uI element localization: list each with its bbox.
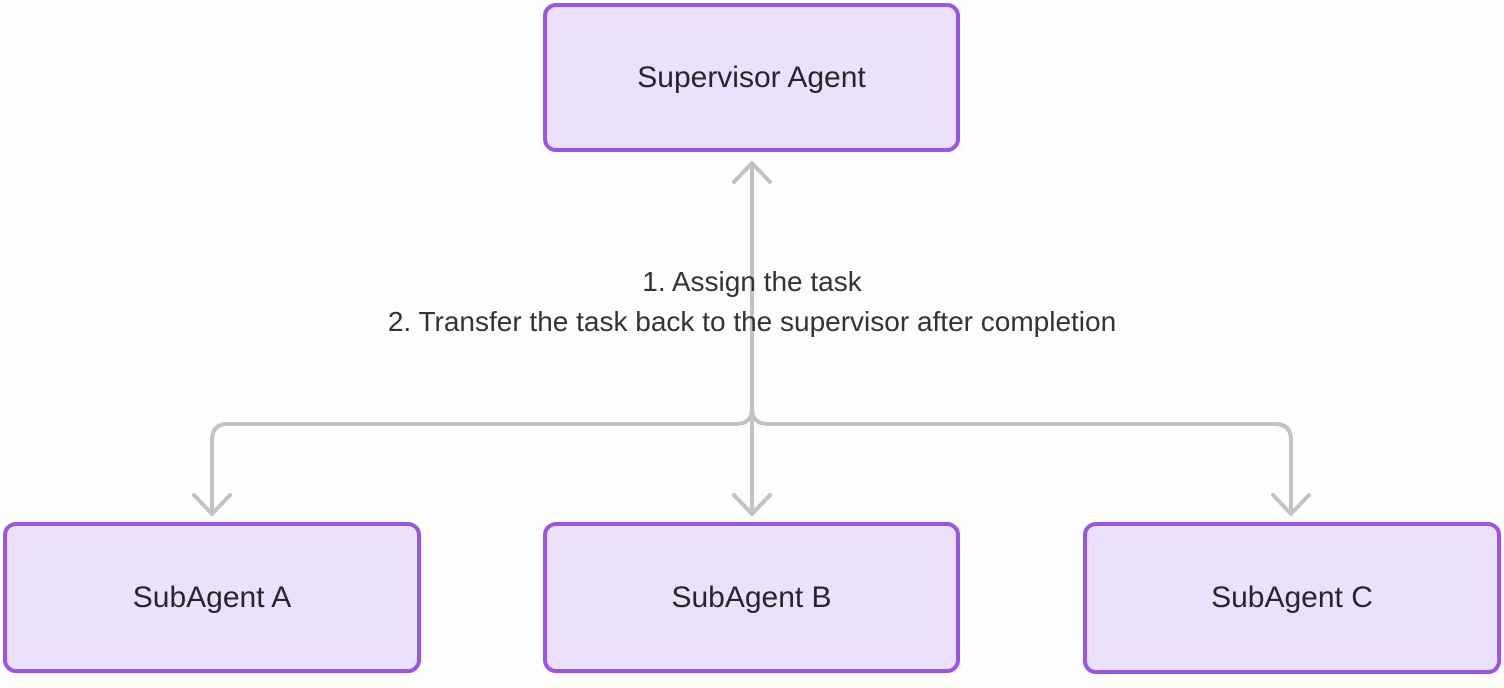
node-subagent-a: SubAgent A	[3, 522, 421, 673]
node-supervisor-label: Supervisor Agent	[637, 60, 866, 94]
edge-label-line-2: 2. Transfer the task back to the supervi…	[387, 306, 1117, 337]
arrowhead-down-c-icon	[1271, 493, 1311, 516]
edge-branch-to-a	[210, 406, 754, 511]
arrowhead-down-a-icon	[192, 493, 232, 516]
node-subagent-a-label: SubAgent A	[132, 580, 292, 614]
node-subagent-c-label: SubAgent C	[1211, 581, 1373, 614]
edge-label-line-1: 1. Assign the task	[642, 266, 862, 297]
node-subagent-c: SubAgent C	[1083, 522, 1501, 674]
arrowhead-down-b-icon	[732, 493, 772, 516]
node-supervisor-agent: Supervisor Agent	[543, 3, 960, 152]
arrowhead-up-icon	[732, 161, 772, 184]
node-subagent-b: SubAgent B	[543, 522, 960, 673]
node-subagent-b-label: SubAgent B	[671, 580, 832, 614]
edge-label: 1. Assign the task 2. Transfer the task …	[252, 262, 1252, 342]
edge-branch-to-c	[750, 406, 1293, 511]
